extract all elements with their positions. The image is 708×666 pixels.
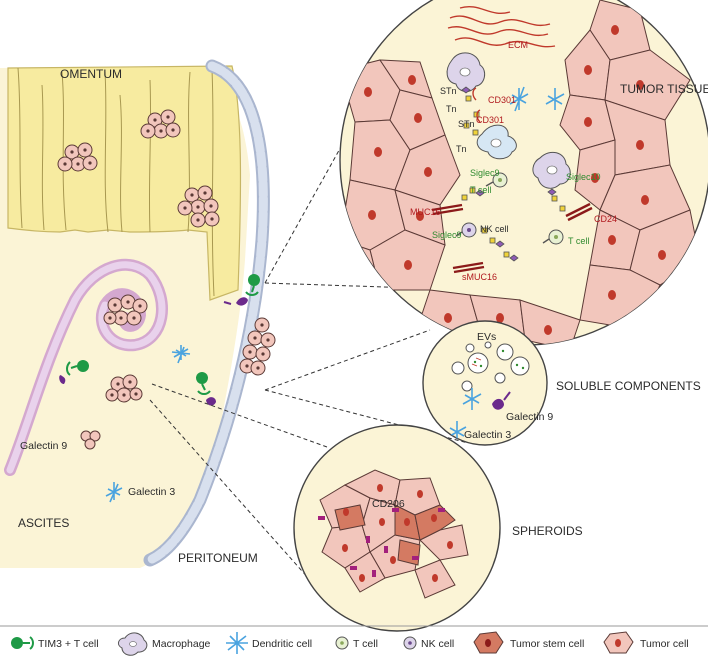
galectin9-soluble [492, 398, 504, 410]
tcell-icon [335, 636, 349, 650]
dendritic-cell-icon [226, 632, 248, 654]
dendritic-cell-ascites-1 [171, 345, 191, 364]
tumor-stem-cell-4 [397, 539, 421, 566]
galectin3-label: Galectin 3 [128, 486, 175, 498]
muc16-receptors [431, 202, 593, 274]
legend: TIM3 + T cell Macrophage Dendritic cell … [0, 625, 708, 656]
omentum-label: OMENTUM [60, 67, 122, 81]
tim3-tcell-1 [223, 274, 260, 306]
legend-label-macrophage: Macrophage [152, 638, 211, 650]
tumor-cluster-omentum-2 [57, 142, 98, 172]
ecm-fibres [447, 5, 556, 48]
dendritic-cell-ascites-2 [105, 482, 123, 503]
tcell-tissue-2 [542, 229, 564, 245]
legend-label-tim3-tcell: TIM3 + T cell [38, 638, 99, 650]
peritoneum-label: PERITONEUM [178, 551, 258, 565]
tumor-tissue-label: TUMOR TISSUE [620, 82, 708, 96]
spheroids-inset: CD206 [293, 424, 501, 632]
tumor-cluster-omentum-3 [177, 185, 220, 228]
spheroid-small-ascites [105, 374, 143, 403]
dendritic-cell-tissue-2 [545, 88, 565, 110]
tim3-tcell-3 [59, 360, 89, 384]
cd24-label: CD24 [594, 214, 617, 224]
evs-label: EVs [477, 331, 496, 343]
dendritic-cell-soluble-1 [462, 388, 482, 410]
stn-label-1: STn [440, 86, 457, 96]
cd206-label: CD206 [372, 498, 405, 510]
nk-cell-tissue [455, 222, 477, 238]
extracellular-vesicles [451, 341, 530, 392]
cd301-label-2: CD301 [476, 115, 504, 125]
ascites-label: ASCITES [18, 516, 69, 530]
tumor-stem-cell-2 [414, 504, 456, 541]
tumor-cluster-peritoneum [239, 317, 276, 376]
soluble-components-inset: EVs Galectin 9 Galectin 3 [422, 320, 553, 446]
dendritic-cell-tissue-1 [509, 86, 529, 112]
siglec9-label-2: Siglec9 [432, 230, 462, 240]
nk-cell-icon [403, 636, 417, 650]
tumor-cluster-tube [103, 294, 148, 326]
sol-galectin3-label: Galectin 3 [464, 429, 511, 441]
ecm-label: ECM [508, 40, 528, 50]
tcell-tissue-1 [485, 172, 508, 188]
smuc16-label: sMUC16 [462, 272, 497, 282]
tn-label-1: Tn [446, 104, 457, 114]
nkcell-label: NK cell [480, 224, 509, 234]
omentum [7, 65, 242, 301]
spheroid-tiny-ascites [80, 430, 101, 450]
spheroids-label: SPHEROIDS [512, 524, 583, 538]
siglec10-label: Siglec10 [566, 172, 601, 182]
sol-galectin9-label: Galectin 9 [506, 411, 553, 423]
tumor-stem-cell-3 [334, 504, 366, 531]
tumor-tissue-inset: ECM STn CD301 Tn STn CD301 Tn Siglec9 T … [339, 0, 708, 346]
stn-label-2: STn [458, 119, 475, 129]
tcell-label-1: T cell [470, 185, 491, 195]
legend-label-tumor-stem: Tumor stem cell [510, 638, 584, 650]
tcell-label-2: T cell [568, 236, 589, 246]
tim3-tcell-icon [11, 636, 34, 650]
soluble-components-label: SOLUBLE COMPONENTS [556, 379, 701, 393]
legend-label-tcell: T cell [353, 638, 378, 650]
tn-label-2: Tn [456, 144, 467, 154]
legend-label-dendritic: Dendritic cell [252, 638, 312, 650]
cd301-label-1: CD301 [488, 95, 516, 105]
tumor-cluster-omentum-1 [140, 109, 181, 139]
tim3-tcell-2 [196, 372, 216, 406]
legend-label-tumor-cell: Tumor cell [640, 638, 689, 650]
siglec9-label-1: Siglec9 [470, 168, 500, 178]
muc16-label: MUC16 [410, 207, 441, 217]
glycans [461, 86, 566, 262]
legend-label-nkcell: NK cell [421, 638, 454, 650]
galectin9-label: Galectin 9 [20, 440, 67, 452]
cd206-markers [318, 508, 445, 577]
